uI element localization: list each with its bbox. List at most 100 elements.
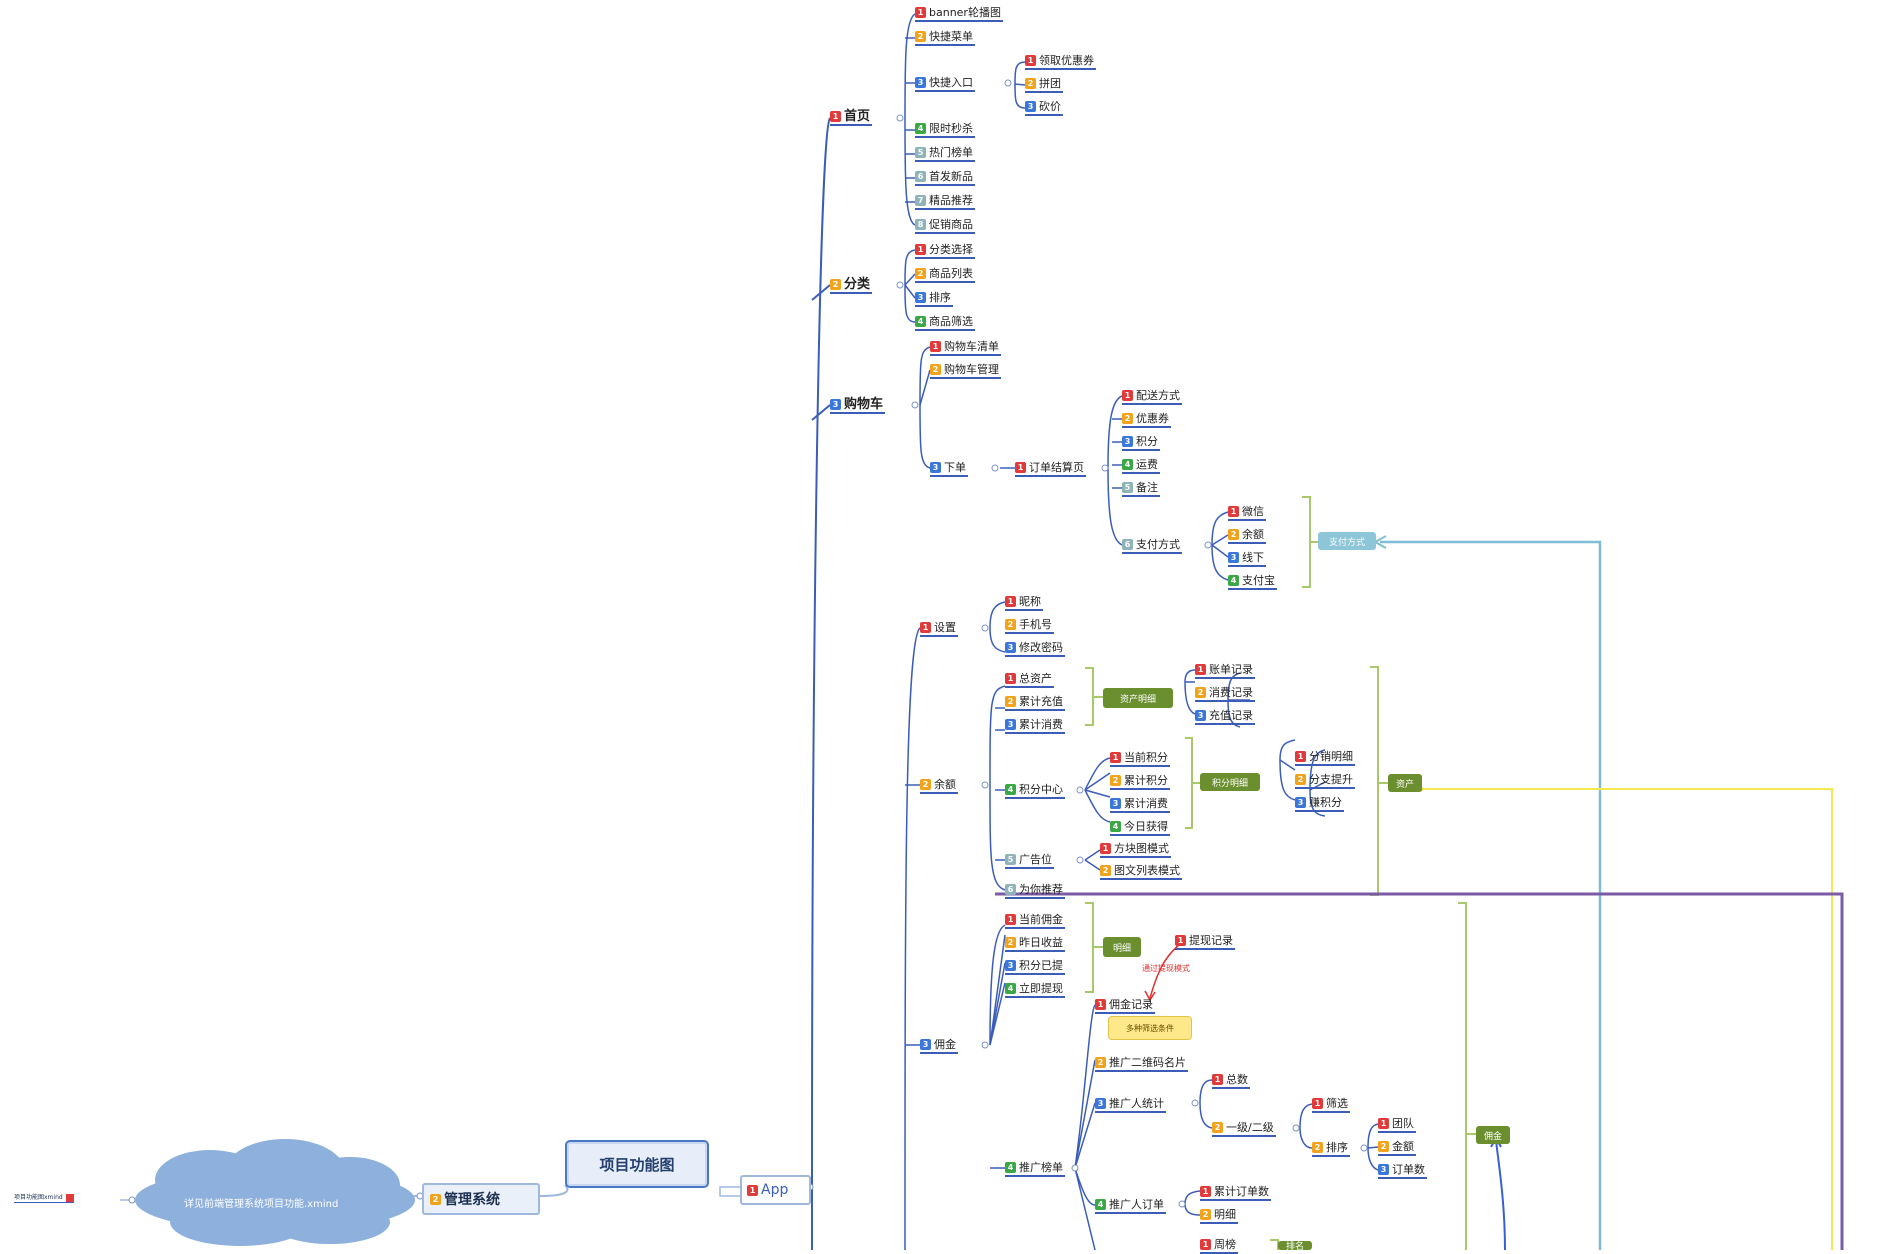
summary-box-detail-box[interactable]: 明细 <box>1103 937 1141 957</box>
priority-badge: 2 <box>1110 775 1121 786</box>
summary-box-rank-box[interactable]: 排名 <box>1278 1241 1312 1252</box>
summary-box-comm-box[interactable]: 佣金 <box>1476 1126 1510 1144</box>
priority-badge: 3 <box>1095 1098 1106 1109</box>
priority-badge: 4 <box>1110 821 1121 832</box>
summary-box-asset-box[interactable]: 资产 <box>1388 774 1422 792</box>
priority-badge: 4 <box>915 316 926 327</box>
node-label: 快捷入口 <box>929 76 973 89</box>
summary-box-pts-detail[interactable]: 积分明细 <box>1200 773 1260 791</box>
priority-badge: 1 <box>1200 1239 1211 1250</box>
node-label: 首页 <box>844 109 871 124</box>
node-label: 方块图模式 <box>1114 842 1169 855</box>
summary-box-asset-detail[interactable]: 资产明细 <box>1103 688 1173 708</box>
central-topic[interactable]: 项目功能图 <box>565 1140 709 1188</box>
summary-box-pay-box[interactable]: 支付方式 <box>1318 532 1376 550</box>
node-label: 快捷菜单 <box>929 30 973 43</box>
priority-badge: 1 <box>1110 752 1121 763</box>
node-label: 昵称 <box>1019 595 1041 608</box>
priority-badge: 1 <box>930 341 941 352</box>
node-label: 手机号 <box>1019 618 1052 631</box>
node-label: 一级/二级 <box>1226 1121 1274 1134</box>
